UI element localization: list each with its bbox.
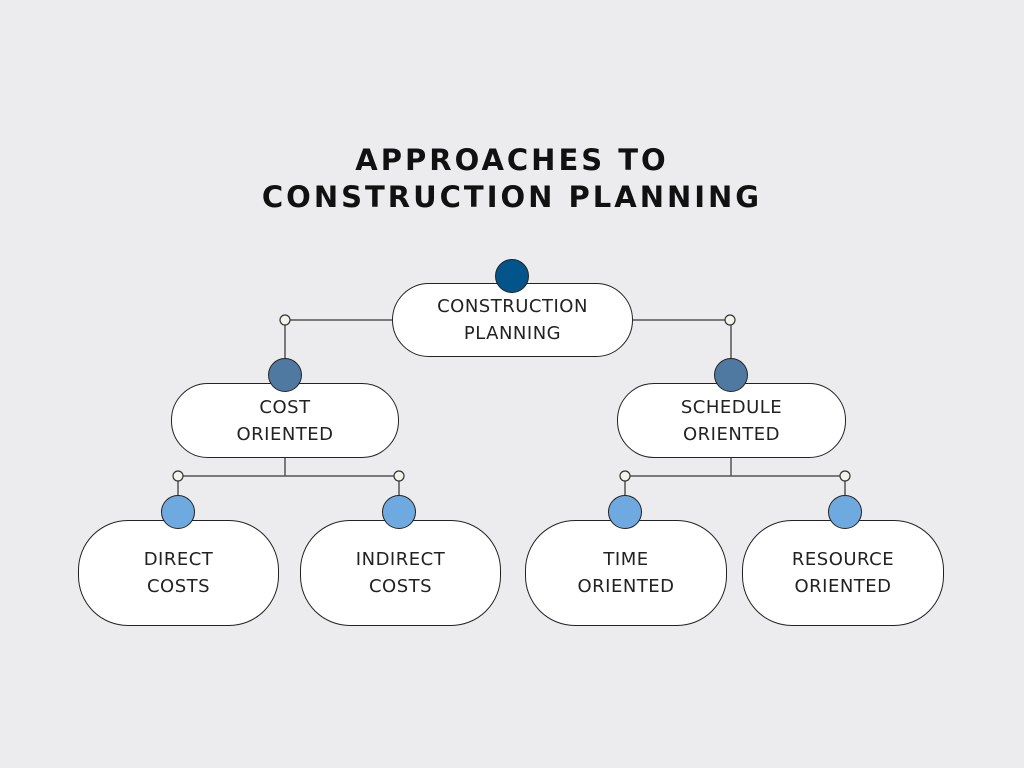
- node-label: DIRECT: [143, 549, 214, 570]
- junction-node: [172, 470, 184, 482]
- connector-cost-children: [177, 457, 400, 497]
- direct-node-dot: [161, 495, 195, 529]
- node-cost-oriented: COST ORIENTED: [171, 383, 399, 458]
- junction-node: [279, 314, 291, 326]
- connector-schedule-children: [624, 457, 846, 497]
- node-time-oriented: TIME ORIENTED: [525, 520, 727, 626]
- junction-node: [724, 314, 736, 326]
- time-node-dot: [608, 495, 642, 529]
- node-label: ORIENTED: [236, 423, 334, 445]
- node-label: ORIENTED: [682, 423, 781, 445]
- connector-root-schedule: [633, 319, 732, 360]
- node-label: INDIRECT: [355, 549, 446, 570]
- node-label: PLANNING: [463, 323, 562, 344]
- node-label: COSTS: [368, 576, 433, 597]
- indirect-node-dot: [382, 495, 416, 529]
- node-label: ORIENTED: [577, 576, 675, 597]
- node-label: SCHEDULE: [680, 396, 783, 418]
- node-resource-oriented: RESOURCE ORIENTED: [742, 520, 944, 626]
- node-indirect-costs: INDIRECT COSTS: [300, 520, 501, 626]
- node-schedule-oriented: SCHEDULE ORIENTED: [617, 383, 846, 458]
- cost-node-dot: [268, 358, 302, 392]
- node-direct-costs: DIRECT COSTS: [78, 520, 279, 626]
- node-label: CONSTRUCTION: [437, 296, 588, 317]
- junction-node: [839, 470, 851, 482]
- node-construction-planning: CONSTRUCTION PLANNING: [392, 283, 633, 357]
- resource-node-dot: [828, 495, 862, 529]
- diagram-title-line2: CONSTRUCTION PLANNING: [261, 180, 763, 214]
- junction-node: [619, 470, 631, 482]
- node-label: ORIENTED: [794, 576, 892, 597]
- diagram-title-line1: APPROACHES TO: [355, 143, 669, 177]
- node-label: COSTS: [146, 576, 211, 597]
- junction-node: [393, 470, 405, 482]
- node-label: COST: [259, 396, 311, 418]
- node-label: TIME: [603, 549, 649, 570]
- connector-root-cost: [284, 319, 392, 360]
- root-node-dot: [495, 259, 529, 293]
- node-label: RESOURCE: [791, 549, 895, 570]
- schedule-node-dot: [714, 358, 748, 392]
